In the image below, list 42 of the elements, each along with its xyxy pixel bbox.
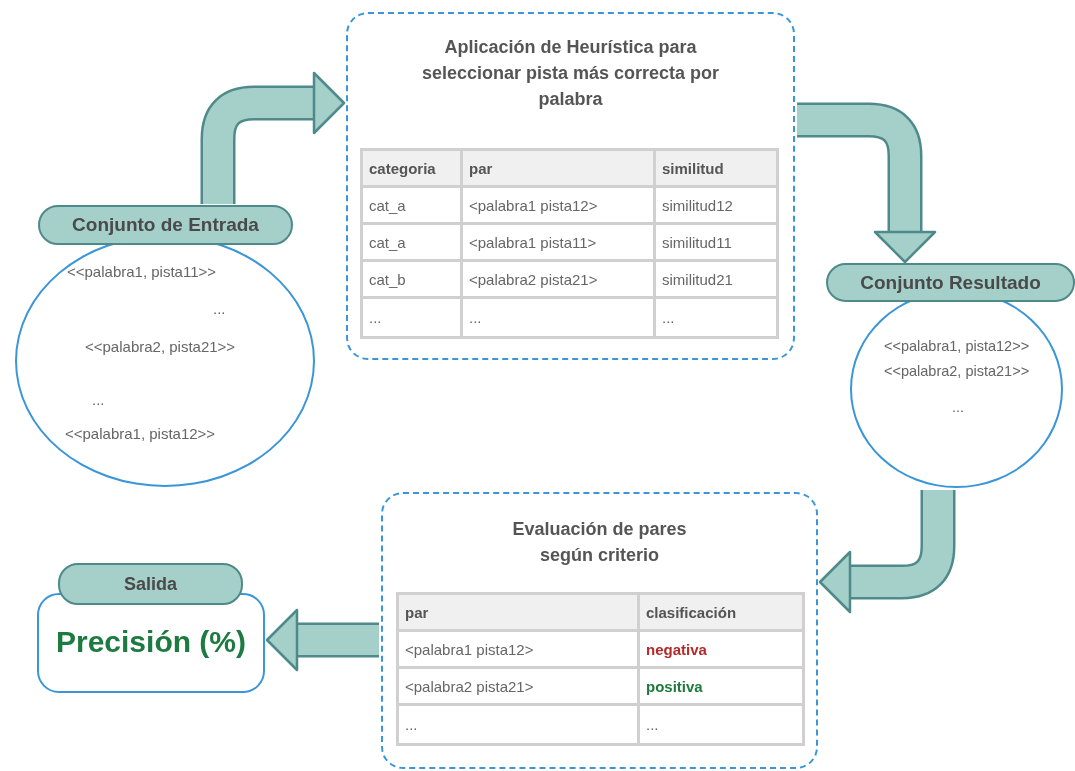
- pair-text: ...: [952, 399, 965, 415]
- block-arrow: [200, 71, 346, 204]
- pair-text: <<palabra2, pista21>>: [884, 363, 1030, 379]
- header-cell: similitud: [656, 151, 776, 185]
- table-cell: positiva: [640, 669, 802, 703]
- table-cell: ...: [463, 299, 653, 336]
- pair-text: <<palabra1, pista12>>: [884, 338, 1030, 354]
- pair-text: ...: [92, 391, 105, 408]
- table-cell: <palabra2 pista21>: [399, 669, 637, 703]
- process-box: [381, 492, 818, 769]
- table-cell: similitud21: [656, 262, 776, 296]
- table-cell: <palabra1 pista12>: [463, 188, 653, 222]
- result-text: Precisión (%): [54, 625, 248, 659]
- table-cell: cat_b: [363, 262, 460, 296]
- table-cell: similitud12: [656, 188, 776, 222]
- table-cell: cat_a: [363, 188, 460, 222]
- table-cell: negativa: [640, 632, 802, 666]
- table-cell: ...: [399, 706, 637, 743]
- header-cell: par: [463, 151, 653, 185]
- table-cell: <palabra1 pista11>: [463, 225, 653, 259]
- table-cell: cat_a: [363, 225, 460, 259]
- title-pill: Conjunto de Entrada: [38, 205, 293, 245]
- process-box: [346, 12, 795, 360]
- title-pill: Salida: [58, 563, 243, 605]
- header-cell: categoria: [363, 151, 460, 185]
- table-cell: ...: [363, 299, 460, 336]
- table-cell: ...: [640, 706, 802, 743]
- block-arrow: [818, 490, 956, 614]
- pair-text: <<palabra2, pista21>>: [85, 338, 236, 355]
- table-cell: similitud11: [656, 225, 776, 259]
- box-title: Aplicación de Heurística para seleccionar pista más correcta por palabra: [420, 36, 721, 112]
- table-cell: ...: [656, 299, 776, 336]
- table-cell: <palabra1 pista12>: [399, 632, 637, 666]
- table-cell: <palabra2 pista21>: [463, 262, 653, 296]
- box-title: Evaluación de pares según criterio: [511, 518, 688, 568]
- block-arrow: [265, 608, 379, 672]
- block-arrow: [797, 102, 937, 264]
- pair-text: ...: [213, 300, 226, 317]
- header-cell: par: [399, 595, 637, 629]
- header-cell: clasificación: [640, 595, 802, 629]
- pair-text: <<palabra1, pista11>>: [67, 263, 216, 280]
- pair-text: <<palabra1, pista12>>: [65, 425, 216, 442]
